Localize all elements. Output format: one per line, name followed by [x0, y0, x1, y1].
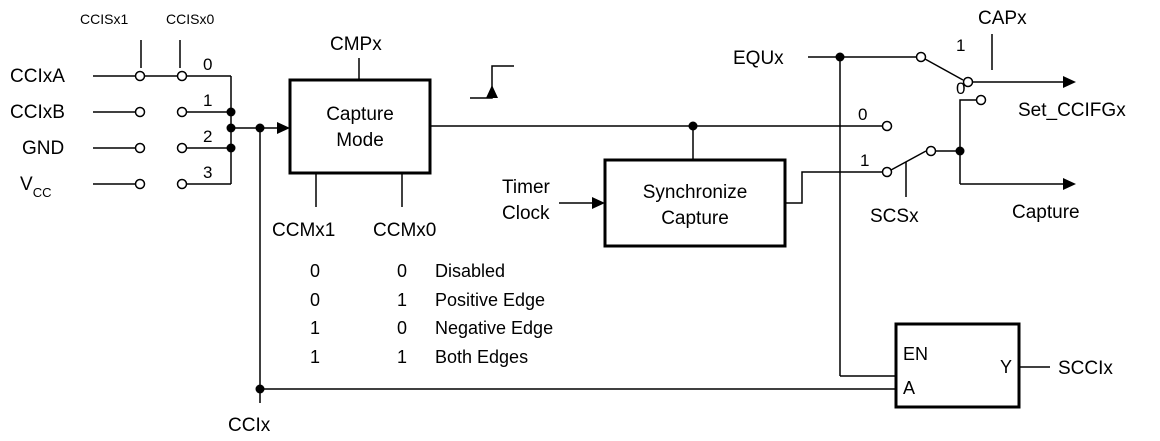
- scs-common-terminal: [925, 145, 937, 157]
- latch-block: EN A Y SCCIx: [894, 322, 1113, 409]
- input-ccixa-label: CCIxA: [10, 66, 65, 87]
- capx-label: CAPx: [978, 8, 1027, 29]
- capture-mode-block: CMPx Capture Mode CCMx1 CCMx0: [272, 34, 436, 241]
- sccix-label: SCCIx: [1058, 358, 1113, 379]
- ccisx0-label: CCISx0: [166, 11, 214, 27]
- cap-common-terminal: [962, 76, 974, 88]
- mode-table: 0 0 Disabled 0 1 Positive Edge 1 0 Negat…: [310, 261, 553, 367]
- mux-terminal-left-2: [134, 142, 146, 154]
- mode-row-0-label: Disabled: [435, 261, 505, 281]
- timer-clock-label-1: Timer: [502, 177, 551, 198]
- latch-box: [894, 322, 1021, 409]
- scsx-label: SCSx: [870, 206, 919, 227]
- cap-terminal-0: [975, 94, 987, 106]
- mux-number-1: 1: [203, 91, 212, 110]
- scs-arm: [890, 150, 927, 171]
- sync-out-wire: [785, 171, 882, 204]
- mux-terminal-left-3: [134, 178, 146, 190]
- rising-edge-arrow: [486, 85, 498, 98]
- mode-row-0-ccmx1: 0: [310, 261, 320, 281]
- sync-title-1: Synchronize: [643, 182, 748, 203]
- latch-y-label: Y: [1000, 357, 1012, 377]
- input-vcc-label: VCC: [20, 174, 51, 200]
- latch-en-label: EN: [903, 344, 928, 364]
- synchronize-capture-block: Synchronize Capture Timer Clock: [502, 158, 787, 248]
- capture-up-wire: [959, 99, 976, 151]
- mode-row-3-label: Both Edges: [435, 347, 528, 367]
- sync-box: [603, 158, 787, 248]
- mux-terminal-right-1: [176, 106, 188, 118]
- ccmx1-label: CCMx1: [272, 220, 335, 241]
- mode-row-2-label: Negative Edge: [435, 318, 553, 338]
- mux-terminal-right-2: [176, 142, 188, 154]
- mux-terminal-right-3: [176, 178, 188, 190]
- cap-terminal-1: [915, 51, 927, 63]
- cap-pos-1-label: 1: [956, 36, 965, 55]
- mode-row-1-label: Positive Edge: [435, 290, 545, 310]
- mode-row-1-ccmx0: 1: [397, 290, 407, 310]
- timer-clock-arrow: [592, 197, 605, 209]
- input-gnd-label: GND: [22, 138, 64, 159]
- cap-switch: CAPx 1 0 Set_CCIFGx: [915, 8, 1126, 121]
- scs-pos-1-label: 1: [860, 151, 869, 170]
- input-ccixb-label: CCIxB: [10, 102, 65, 123]
- mux-terminal-left-0: [134, 70, 146, 82]
- ccisx1-label: CCISx1: [80, 11, 128, 27]
- timer-clock-label-2: Clock: [502, 203, 550, 224]
- mode-row-1-ccmx1: 0: [310, 290, 320, 310]
- rising-edge-symbol: [470, 65, 514, 99]
- mode-row-3-ccmx0: 1: [397, 347, 407, 367]
- scs-terminal-0: [881, 120, 893, 132]
- sync-title-2: Capture: [661, 208, 729, 229]
- set-ccifgx-label: Set_CCIFGx: [1018, 100, 1126, 121]
- mux-junction-3: [226, 143, 236, 153]
- ccix-label: CCIx: [228, 415, 271, 436]
- cap-out-arrow: [1063, 76, 1076, 88]
- mode-row-3-ccmx1: 1: [310, 347, 320, 367]
- capture-out-arrow: [1063, 178, 1076, 190]
- capture-mode-box: [288, 78, 432, 175]
- input-multiplexer: CCISx1 CCISx0 CCIxA CCIxB GND VCC 0 1 2: [10, 11, 236, 200]
- mux-number-3: 3: [203, 163, 212, 182]
- mux-junction-1: [226, 107, 236, 117]
- latch-a-label: A: [903, 378, 915, 398]
- scs-pos-0-label: 0: [858, 105, 867, 124]
- cap-pos-0-label: 0: [956, 79, 965, 98]
- scs-terminal-1: [881, 166, 893, 178]
- capture-mode-title-2: Mode: [336, 130, 384, 151]
- ccmx0-label: CCMx0: [373, 220, 436, 241]
- equx-label: EQUx: [733, 48, 784, 69]
- capture-mode-title-1: Capture: [326, 104, 394, 125]
- cap-arm: [924, 58, 964, 81]
- scs-switch: 0 1 SCSx: [858, 105, 965, 227]
- capture-out-label: Capture: [1012, 202, 1080, 223]
- cmpx-label: CMPx: [330, 34, 382, 55]
- mux-number-2: 2: [203, 127, 212, 146]
- mux-terminal-right-0: [176, 70, 188, 82]
- capture-input-arrow: [277, 122, 290, 134]
- mux-terminal-left-1: [134, 106, 146, 118]
- mode-row-0-ccmx0: 0: [397, 261, 407, 281]
- mode-row-2-ccmx0: 0: [397, 318, 407, 338]
- mux-number-0: 0: [203, 55, 212, 74]
- mode-row-2-ccmx1: 1: [310, 318, 320, 338]
